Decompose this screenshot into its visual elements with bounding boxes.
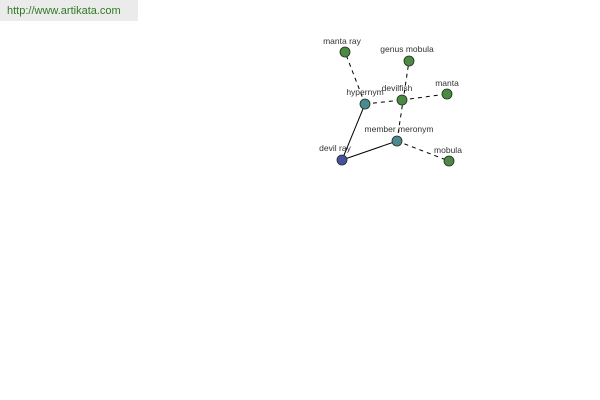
node-genus-mobula[interactable] xyxy=(403,55,415,67)
node-devilfish[interactable] xyxy=(396,94,408,106)
node-label-mobula[interactable]: mobula xyxy=(434,145,462,155)
edge-devil-ray-member-meronym xyxy=(341,140,398,161)
node-hypernym[interactable] xyxy=(359,98,371,110)
node-label-manta-ray[interactable]: manta ray xyxy=(323,36,362,46)
node-label-manta[interactable]: manta xyxy=(435,78,459,88)
node-member-meronym[interactable] xyxy=(391,135,403,147)
node-label-genus-mobula[interactable]: genus mobula xyxy=(380,44,434,54)
nodes-layer xyxy=(336,46,455,167)
node-label-devil-ray[interactable]: devil ray xyxy=(319,143,351,153)
node-manta[interactable] xyxy=(441,88,453,100)
edge-member-meronym-mobula xyxy=(396,140,450,162)
edge-devil-ray-hypernym xyxy=(341,103,366,161)
node-devil-ray[interactable] xyxy=(336,154,348,166)
node-mobula[interactable] xyxy=(443,155,455,167)
labels-layer: devil ray hypernym member meronym manta ray… xyxy=(319,36,462,155)
edge-hypernym-manta-ray xyxy=(344,51,366,105)
source-url[interactable]: http://www.artikata.com xyxy=(0,0,138,21)
node-label-devilfish[interactable]: devilfish xyxy=(382,83,413,93)
node-label-member-meronym[interactable]: member meronym xyxy=(365,124,434,134)
node-manta-ray[interactable] xyxy=(339,46,351,58)
node-label-hypernym[interactable]: hypernym xyxy=(346,87,383,97)
edge-devilfish-manta xyxy=(401,93,448,101)
edge-hypernym-devilfish xyxy=(364,99,403,105)
